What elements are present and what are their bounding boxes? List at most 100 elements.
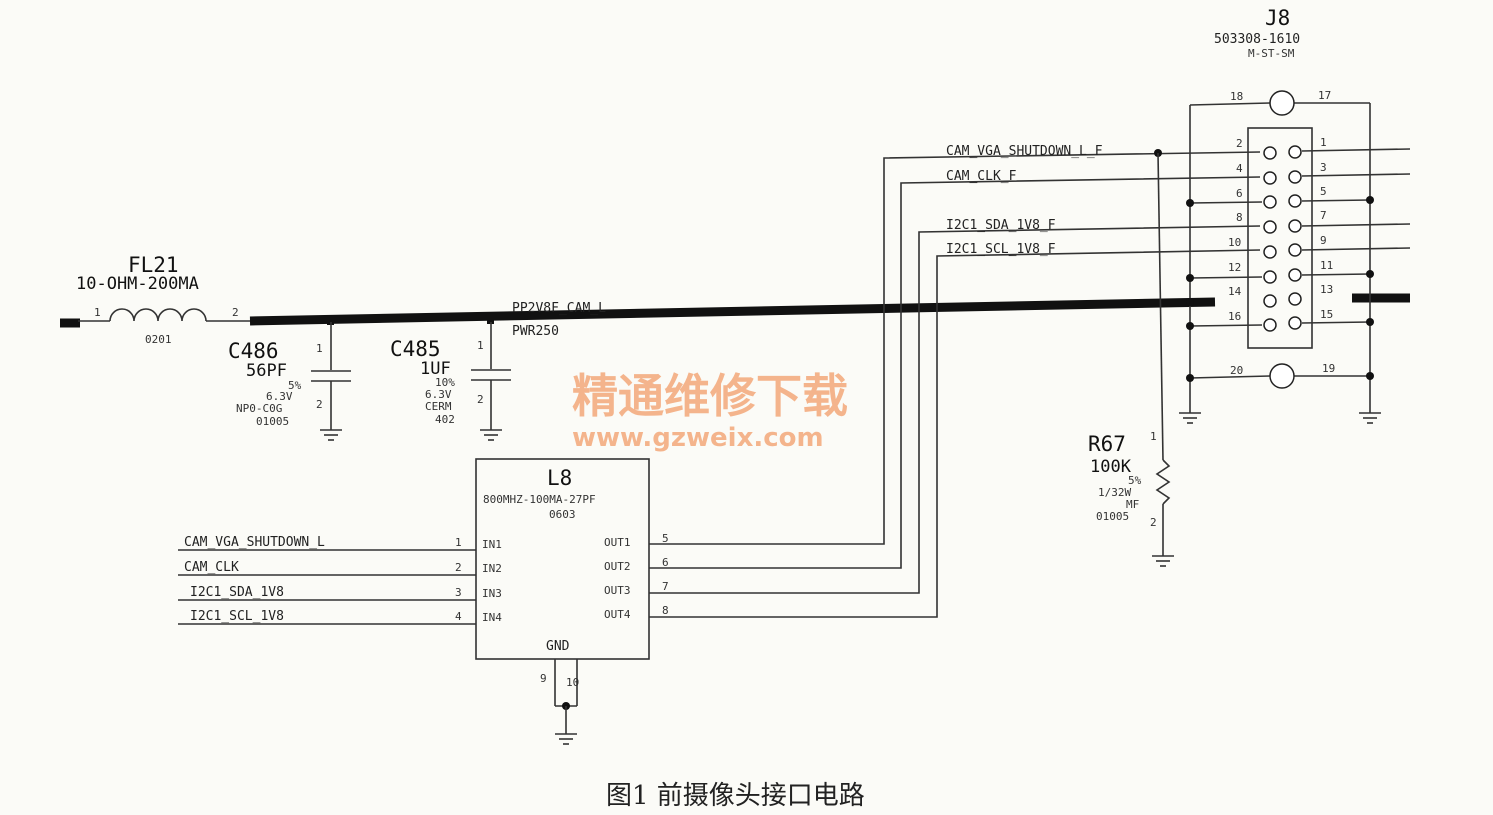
- l8-output-2: OUT2 6: [604, 176, 1261, 573]
- j8-pin7-out: [1301, 223, 1411, 227]
- l8-input-3: I2C1_SDA_1V8 3 IN3: [178, 585, 502, 601]
- j8-junction-5: [1366, 196, 1374, 204]
- l8-output-3: OUT3 7: [604, 225, 1261, 597]
- l8-input-1: CAM_VGA_SHUTDOWN_L 1 IN1: [178, 535, 502, 551]
- fl21-coil: [109, 308, 207, 322]
- j8-mount-bottom: [1269, 363, 1295, 389]
- j8-type: M-ST-SM: [1248, 47, 1295, 60]
- j8-junction-12: [1186, 274, 1194, 282]
- r67-lead-top: [1157, 152, 1164, 461]
- svg-text:5: 5: [662, 532, 669, 545]
- c485-pin1: 1: [477, 339, 484, 352]
- svg-text:8: 8: [662, 604, 669, 617]
- l8-output-4: OUT4 8: [604, 249, 1261, 621]
- c485-value: 1UF: [420, 359, 451, 379]
- j8-body: [1247, 127, 1313, 349]
- j8-pin5-gnd-tie: [1301, 199, 1371, 202]
- j8-junction-11: [1366, 270, 1374, 278]
- svg-text:9: 9: [1320, 234, 1327, 247]
- j8-junction-16: [1186, 322, 1194, 330]
- r67-power: 1/32W: [1098, 486, 1131, 499]
- net-label-sda-f: I2C1_SDA_1V8_F: [946, 218, 1056, 233]
- c485-voltage: 6.3V: [425, 388, 452, 401]
- j8-part-number: 503308-1610: [1214, 32, 1300, 47]
- j8-right-pins: [1288, 145, 1302, 330]
- j8-left-pin-numbers: 2 4 6 8 10 12 14 16: [1228, 137, 1243, 323]
- j8-pin12-gnd-tie: [1189, 276, 1263, 279]
- svg-text:CAM_VGA_SHUTDOWN_L: CAM_VGA_SHUTDOWN_L: [184, 535, 325, 550]
- rail-net-name: PP2V8F_CAM_L: [512, 301, 606, 316]
- svg-text:OUT4: OUT4: [604, 608, 631, 621]
- c486-value: 56PF: [246, 361, 287, 381]
- fl21-pin1: 1: [94, 306, 101, 319]
- l8-gnd-pin-b: 10: [566, 676, 579, 689]
- c486-voltage: 6.3V: [266, 390, 293, 403]
- j8-pin6-gnd-tie: [1189, 201, 1263, 204]
- svg-text:OUT2: OUT2: [604, 560, 631, 573]
- l8-package: 0603: [549, 508, 576, 521]
- svg-text:5: 5: [1320, 185, 1327, 198]
- figure-caption: 图1 前摄像头接口电路: [606, 781, 865, 811]
- j8-pin1-out: [1301, 148, 1411, 152]
- l8-ground-icon: [555, 733, 577, 745]
- svg-text:7: 7: [662, 580, 669, 593]
- svg-text:10: 10: [1228, 236, 1241, 249]
- j8-left-ground-icon: [1179, 378, 1201, 424]
- c485-junction: [487, 317, 494, 324]
- c485-type: CERM: [425, 400, 452, 413]
- j8-junction-14: [1186, 298, 1194, 306]
- svg-text:13: 13: [1320, 283, 1333, 296]
- l8-output-1: OUT1 5: [604, 151, 1261, 549]
- l8-gnd-label: GND: [546, 639, 570, 654]
- svg-text:IN3: IN3: [482, 587, 502, 600]
- svg-text:I2C1_SCL_1V8: I2C1_SCL_1V8: [190, 609, 284, 624]
- c485-pin2: 2: [477, 393, 484, 406]
- svg-text:4: 4: [455, 610, 462, 623]
- j8-right-pin-numbers: 1 3 5 7 9 11 13 15: [1320, 136, 1333, 321]
- fl21-ref: FL21: [128, 253, 179, 277]
- fl21-value: 10-OHM-200MA: [76, 274, 199, 294]
- c485-tolerance: 10%: [435, 376, 455, 389]
- watermark-chinese: 精通维修下载: [572, 369, 848, 423]
- svg-text:3: 3: [1320, 161, 1327, 174]
- rail-net-class: PWR250: [512, 324, 559, 339]
- j8-junction-6: [1186, 199, 1194, 207]
- svg-text:2: 2: [1236, 137, 1243, 150]
- svg-text:7: 7: [1320, 209, 1327, 222]
- j8-pin11-gnd-tie: [1301, 273, 1371, 276]
- svg-text:14: 14: [1228, 285, 1242, 298]
- net-label-shutdown-f: CAM_VGA_SHUTDOWN_L_F: [946, 144, 1103, 159]
- net-label-clk-f: CAM_CLK_F: [946, 169, 1017, 184]
- c486-type: NP0-C0G: [236, 402, 282, 415]
- r67-pin1: 1: [1150, 430, 1157, 443]
- svg-text:15: 15: [1320, 308, 1333, 321]
- j8-pin15-gnd-tie: [1301, 321, 1371, 324]
- r67-ground-icon: [1152, 555, 1174, 567]
- c486-pin2: 2: [316, 398, 323, 411]
- j8-ref: J8: [1265, 6, 1290, 30]
- j8-left-pins: [1263, 146, 1277, 332]
- r67-value: 100K: [1090, 457, 1132, 477]
- j8-pin20: 20: [1230, 364, 1243, 377]
- c486-pin1: 1: [316, 342, 323, 355]
- svg-text:1: 1: [1320, 136, 1327, 149]
- svg-text:3: 3: [455, 586, 462, 599]
- fl21-pin2: 2: [232, 306, 239, 319]
- l8-value: 800MHZ-100MA-27PF: [483, 493, 596, 506]
- svg-text:4: 4: [1236, 162, 1243, 175]
- j8-junction-15: [1366, 318, 1374, 326]
- c486-ground-icon: [320, 429, 342, 441]
- l8-ref: L8: [547, 466, 572, 490]
- power-rail: [249, 297, 1216, 326]
- net-label-scl-f: I2C1_SCL_1V8_F: [946, 242, 1056, 257]
- svg-text:OUT3: OUT3: [604, 584, 631, 597]
- j8-pin20-lead: [1189, 375, 1271, 379]
- svg-text:6: 6: [662, 556, 669, 569]
- c486-junction: [327, 318, 334, 325]
- l8-input-2: CAM_CLK 2 IN2: [178, 560, 502, 576]
- svg-text:11: 11: [1320, 259, 1333, 272]
- j8-pin18-lead: [1189, 102, 1271, 106]
- j8-pin16-gnd-tie: [1189, 324, 1263, 327]
- svg-text:6: 6: [1236, 187, 1243, 200]
